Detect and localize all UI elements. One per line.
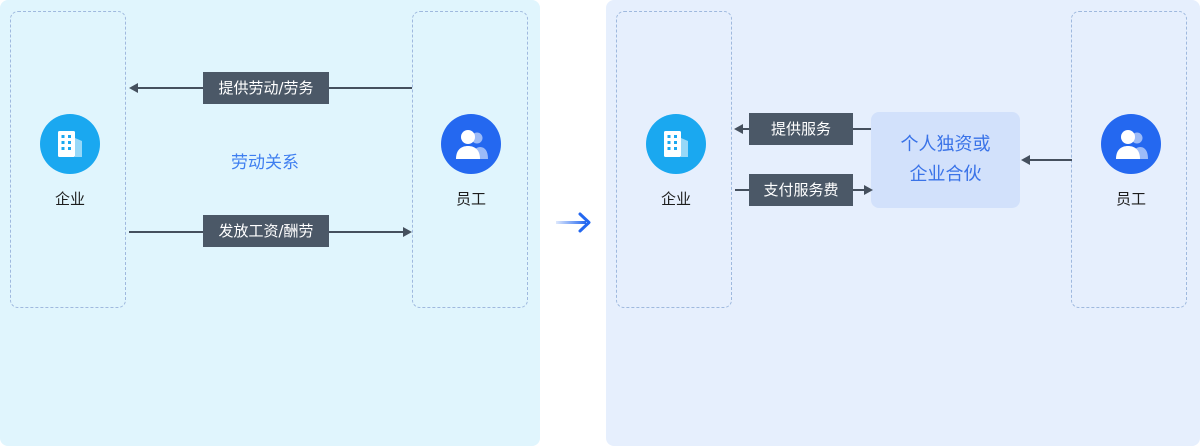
employee-column bbox=[412, 11, 528, 308]
enterprise-label: 企业 bbox=[54, 190, 85, 208]
arrow-left-icon bbox=[129, 83, 138, 93]
enterprise-label: 企业 bbox=[660, 190, 691, 208]
provide-labor-tag: 提供劳动/劳务 bbox=[203, 72, 329, 104]
users-icon bbox=[441, 114, 501, 174]
building-icon bbox=[40, 114, 100, 174]
pay-fee-tag: 支付服务费 bbox=[749, 174, 853, 206]
enterprise-column bbox=[616, 11, 732, 308]
relation-label: 劳动关系 bbox=[231, 153, 299, 173]
before-panel: 企业 员工 提供劳动/劳务 劳动关系 发放工资/酬劳 bbox=[0, 0, 540, 446]
arrow-right-icon bbox=[403, 227, 412, 237]
users-icon bbox=[1101, 114, 1161, 174]
employee-label: 员工 bbox=[455, 190, 486, 208]
arrow-left-icon bbox=[1021, 155, 1030, 165]
partner-line-2: 企业合伙 bbox=[909, 164, 982, 185]
employee-label: 员工 bbox=[1115, 190, 1146, 208]
employee-partner-arrow-line bbox=[1029, 159, 1072, 161]
provide-service-tag: 提供服务 bbox=[749, 113, 853, 145]
pay-wage-tag: 发放工资/酬劳 bbox=[203, 215, 329, 247]
enterprise-column bbox=[10, 11, 126, 308]
arrow-right-icon bbox=[556, 211, 594, 239]
arrow-left-icon bbox=[734, 124, 743, 134]
after-panel bbox=[606, 0, 1200, 446]
partner-line-1: 个人独资或 bbox=[900, 134, 991, 155]
arrow-right-icon bbox=[864, 185, 873, 195]
building-icon bbox=[646, 114, 706, 174]
sole-proprietorship-box: 个人独资或 企业合伙 bbox=[871, 112, 1020, 208]
